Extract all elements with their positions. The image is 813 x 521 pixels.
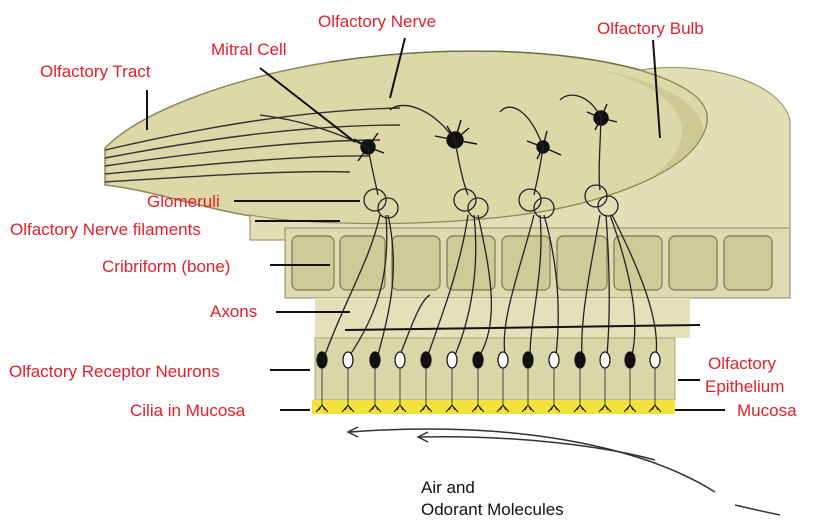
airflow-tail [735,505,780,515]
mucosa-layer [312,400,675,414]
label-cribriform: Cribriform (bone) [102,257,230,277]
label-glomeruli: Glomeruli [147,192,220,212]
label-receptor-neurons: Olfactory Receptor Neurons [9,362,220,382]
label-air-line2: Odorant Molecules [421,500,564,520]
label-axons: Axons [210,302,257,322]
label-mitral-cell: Mitral Cell [211,40,287,60]
label-olfactory-tract: Olfactory Tract [40,62,151,82]
label-nerve-filaments: Olfactory Nerve filaments [10,220,201,240]
airflow-curve-outer [350,429,715,492]
label-cilia: Cilia in Mucosa [130,401,245,421]
airflow-arrows [348,427,780,515]
label-olfactory-nerve: Olfactory Nerve [318,12,436,32]
label-air-line1: Air and [421,478,475,498]
epithelium-layer [315,338,675,400]
label-epithelium-line1: Olfactory [708,354,776,374]
label-epithelium-line2: Epithelium [705,377,784,397]
label-mucosa: Mucosa [737,401,797,421]
airflow-curve-inner [420,437,655,460]
label-olfactory-bulb: Olfactory Bulb [597,19,704,39]
